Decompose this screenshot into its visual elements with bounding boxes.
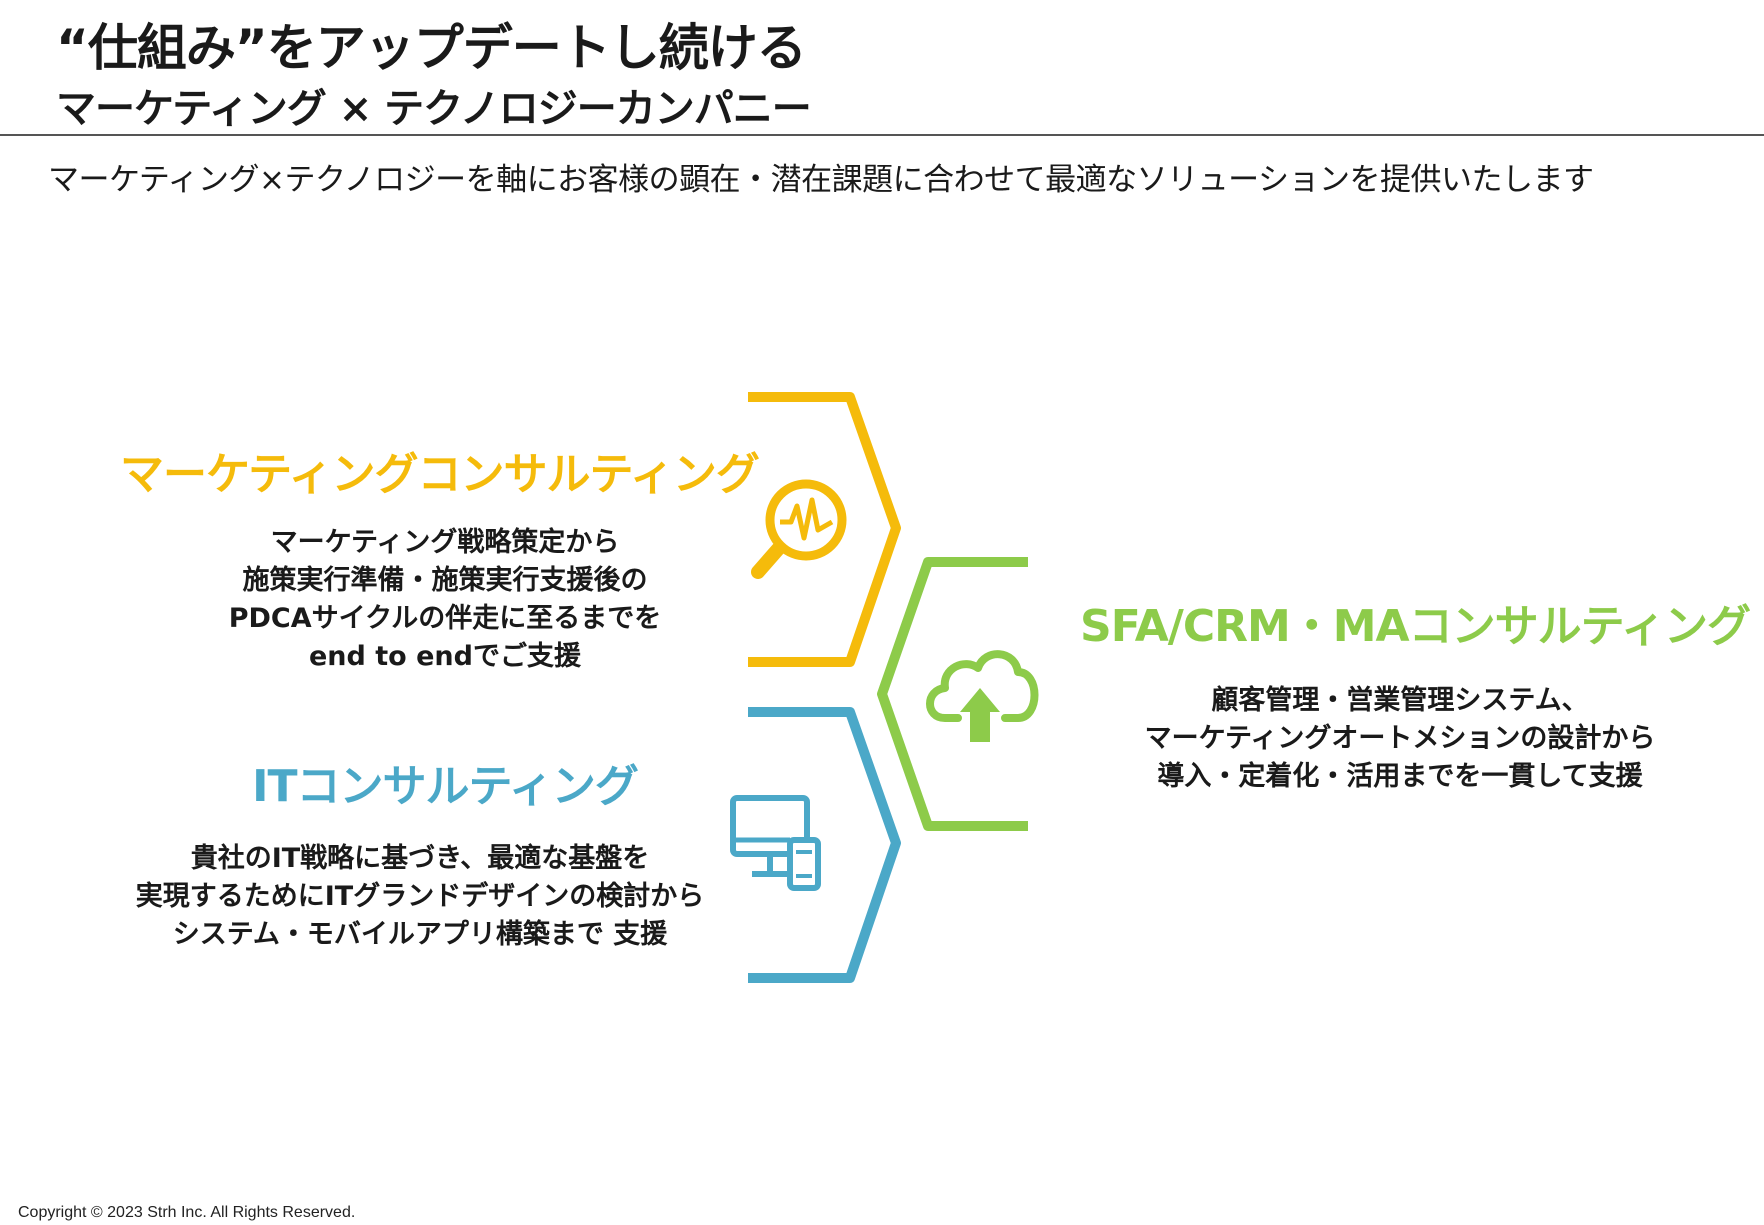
description-line: end to endでご支援 bbox=[309, 641, 581, 672]
description-line: マーケティングオートメションの設計から bbox=[1144, 723, 1656, 754]
marketing-hexagon-frame bbox=[748, 392, 901, 667]
page-subtitle-heading: マーケティング × テクノロジーカンパニー bbox=[56, 86, 812, 132]
description-line: 貴社のIT戦略に基づき、最適な基盤を bbox=[190, 843, 650, 874]
it-consulting-description: 貴社のIT戦略に基づき、最適な基盤を 実現するためにITグランドデザインの検討か… bbox=[100, 840, 740, 954]
description-line: システム・モバイルアプリ構築まで 支援 bbox=[172, 919, 668, 950]
cloud-upload-icon bbox=[926, 650, 1039, 742]
description-line: 実現するためにITグランドデザインの検討から bbox=[135, 881, 705, 912]
page-description: マーケティング×テクノロジーを軸にお客様の顕在・潜在課題に合わせて最適なソリュー… bbox=[48, 162, 1594, 198]
magnifier-waveform-icon bbox=[751, 479, 847, 579]
sfa-hexagon-frame bbox=[877, 557, 1028, 831]
monitor-mobile-icon bbox=[730, 795, 821, 891]
marketing-consulting-title: マーケティングコンサルティング bbox=[120, 449, 760, 500]
header-divider bbox=[0, 134, 1764, 136]
description-line: 顧客管理・営業管理システム、 bbox=[1211, 685, 1589, 716]
sfa-consulting-description: 顧客管理・営業管理システム、 マーケティングオートメションの設計から 導入・定着… bbox=[1100, 682, 1700, 796]
description-line: 導入・定着化・活用までを一貫して支援 bbox=[1157, 761, 1643, 792]
it-hexagon-frame bbox=[748, 707, 901, 983]
description-line: PDCAサイクルの伴走に至るまでを bbox=[228, 603, 662, 634]
marketing-consulting-description: マーケティング戦略策定から 施策実行準備・施策実行支援後の PDCAサイクルの伴… bbox=[170, 524, 720, 676]
description-line: マーケティング戦略策定から bbox=[270, 527, 620, 558]
page-title: “仕組み”をアップデートし続ける bbox=[56, 19, 807, 77]
copyright-footer: Copyright © 2023 Strh Inc. All Rights Re… bbox=[18, 1204, 356, 1221]
description-line: 施策実行準備・施策実行支援後の bbox=[242, 565, 648, 596]
sfa-consulting-title: SFA/CRM・MAコンサルティング bbox=[1080, 601, 1751, 652]
it-consulting-title: ITコンサルティング bbox=[252, 761, 639, 812]
